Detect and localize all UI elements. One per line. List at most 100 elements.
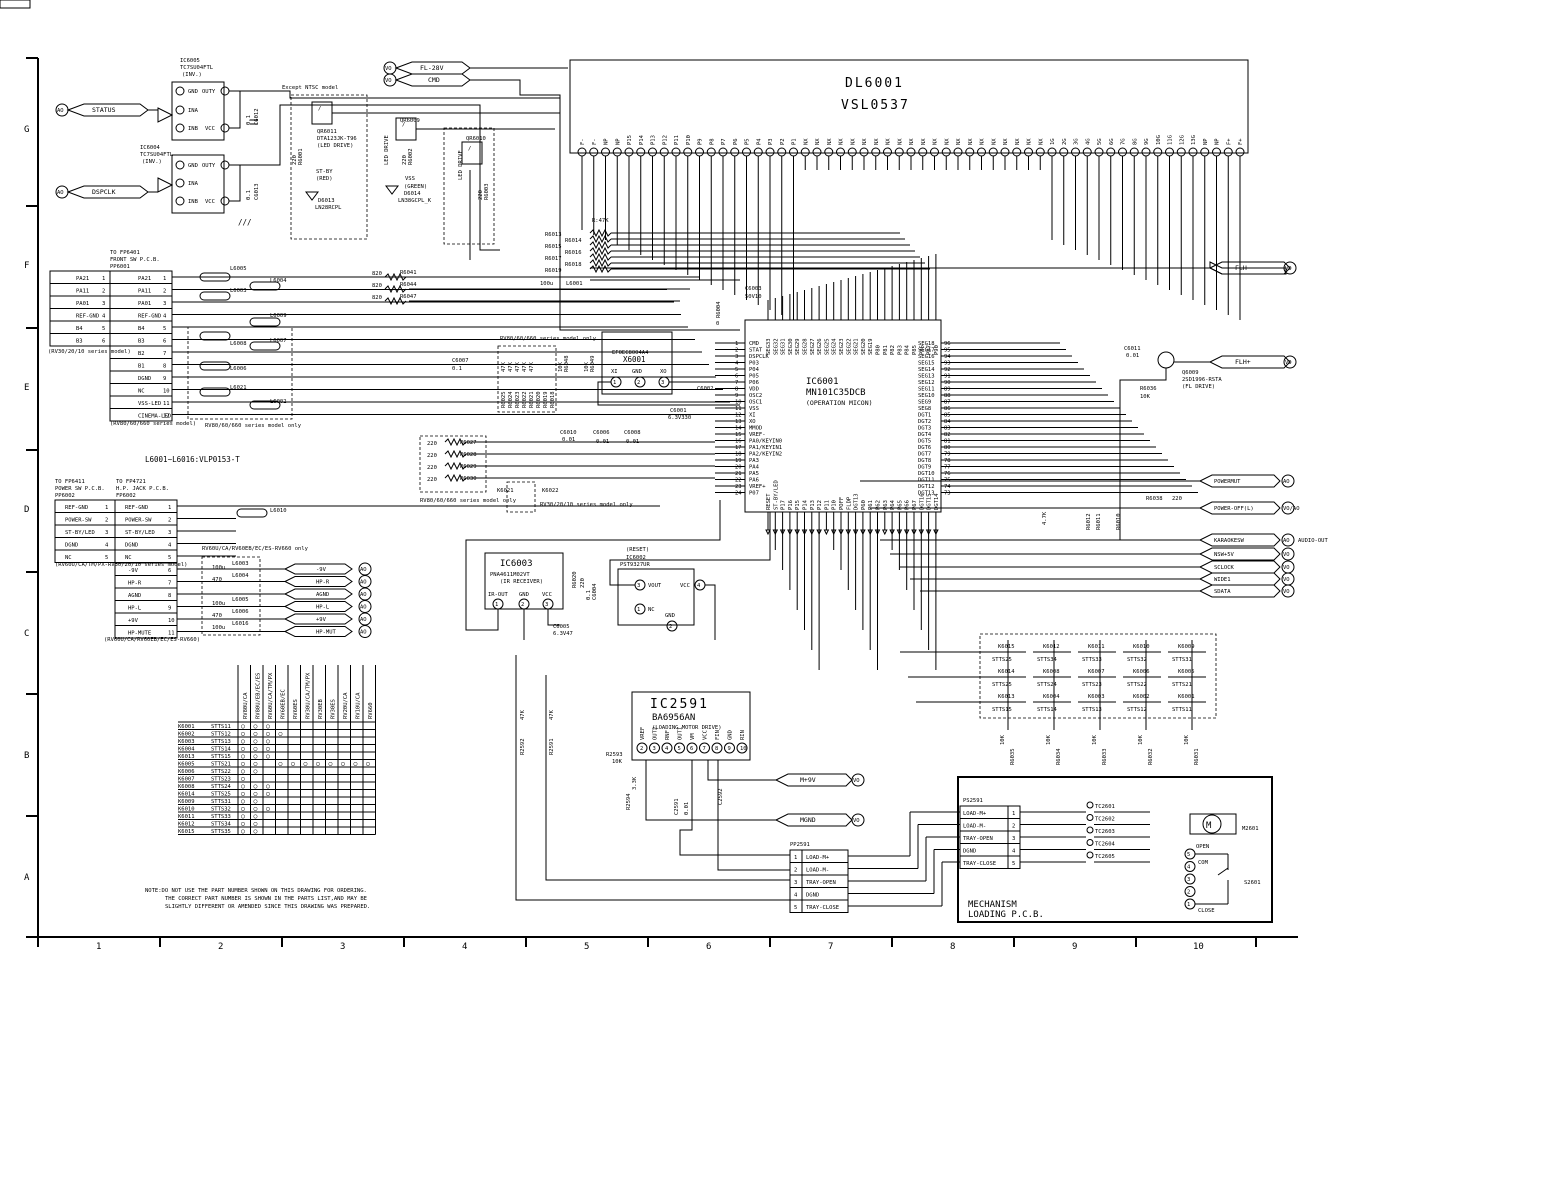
key-ref: K6010 [1133, 644, 1150, 650]
d6014-part: LN38GCPL_K [398, 198, 432, 204]
testpoint-label: TC2602 [1095, 817, 1115, 823]
micon-right-num: 89 [944, 387, 951, 393]
micon-left-num: 22 [735, 478, 742, 484]
psw-left-num: 4 [105, 543, 109, 549]
display-pin-label: NX [1027, 138, 1033, 145]
table-circle: ○ [241, 745, 245, 753]
display-ref: DL6001 [845, 76, 904, 91]
display-pin-label: NX [968, 138, 974, 145]
display-pin-label: 12G [1179, 135, 1185, 145]
pack-resistor [589, 252, 612, 262]
sw-pin [1184, 861, 1196, 872]
display-pin [659, 147, 669, 157]
c6005: C6005 [553, 624, 570, 630]
micon-right-pin: DGT4 [918, 432, 932, 438]
fsw-right-name: REF-GND [138, 314, 161, 320]
display-pin [612, 147, 622, 157]
micon-part: MN101C35DCB [806, 388, 866, 398]
key-sw: STTS11 [1172, 707, 1192, 713]
ao-marker: AO [1283, 479, 1290, 485]
psw-right-name: NC [125, 555, 132, 561]
key-ref: K6006 [1133, 669, 1150, 675]
display-pin-label: 1G [1050, 138, 1056, 145]
fsw-note-left: (RV30/20/10 series model) [48, 349, 131, 355]
key-ref: K6008 [1043, 669, 1060, 675]
row-label-B: B [24, 751, 29, 761]
fsw-note-right: RV80/60/660 series model only [205, 423, 302, 429]
psw-right-num: 5 [168, 555, 171, 561]
micon-left-num: 24 [735, 491, 742, 497]
r2594-v: 3.3K [632, 776, 638, 790]
qr6010-sym: / [468, 146, 471, 152]
display-pin [1071, 147, 1080, 157]
ferrite-label: L6021 [230, 385, 247, 391]
micon-bottom-pin: P65 [897, 500, 903, 510]
micon-right-pin: SEG10 [918, 393, 935, 399]
fsw-right-name: PA11 [138, 289, 151, 295]
power-sw-connector: TO FP6411 POWER SW P.C.B. PP6002 TO FP47… [54, 479, 660, 643]
r6020: R6020 [572, 571, 578, 588]
fsw-left-name: PA11 [76, 289, 89, 295]
hp-l-label: L6005 [232, 597, 249, 603]
table-circle: ○ [254, 820, 258, 828]
display-pin [918, 147, 928, 157]
micon-bottom-arrow [794, 529, 801, 536]
table-sw: STTS22 [211, 769, 231, 775]
display-pin-label: P6 [733, 138, 739, 145]
display-pin [859, 147, 869, 157]
fsw-right-num: 10 [163, 389, 170, 395]
micon-desc: (OPERATION MICON) [806, 399, 873, 407]
c6004: C6004 [592, 583, 598, 600]
ao-marker: AO [360, 617, 367, 623]
rst-p3: 3 [637, 583, 640, 589]
dspclk-input: AO DSPCLK [55, 185, 158, 199]
ao-marker: AO [1283, 538, 1290, 544]
display-pin-label: NX [956, 138, 962, 145]
table-circle: ○ [254, 745, 258, 753]
r6044-v: 820 [372, 283, 382, 289]
table-sw: STTS25 [211, 792, 231, 798]
fsw-right-name: NC [138, 389, 145, 395]
micon-bottom-pin: P61 [868, 500, 874, 510]
micon-bottom-pin: P13 [810, 500, 816, 510]
row-label-C: C [24, 629, 29, 639]
display-pin-label: P5 [745, 138, 751, 145]
micon-top-pin: P90 [934, 345, 940, 355]
key-ref: K6003 [1088, 694, 1105, 700]
table-circle: ○ [254, 805, 258, 813]
table-header: RV30ES [331, 699, 337, 719]
vss-label: VSS [405, 176, 415, 182]
psw-board2: H.P. JACK P.C.B. [116, 486, 169, 492]
hp-num: 9 [168, 606, 171, 612]
ferrite-label: L6002 [270, 399, 287, 405]
display-pin-label: 7G [1121, 138, 1127, 145]
bank-ref: R6025 [501, 391, 507, 408]
fsw-right-num: 7 [163, 351, 166, 357]
fsw-left-num: 4 [102, 314, 106, 320]
mic-pin-name: RNF [665, 730, 671, 740]
display-pin [742, 147, 751, 157]
mech-title-1: MECHANISM [968, 900, 1017, 910]
mic-pin-name: FIN [715, 730, 721, 740]
crystal-x6001: EFOEC8004A4 X6001 1 2 3 XI GND XO C6002 … [597, 331, 740, 421]
ic6005-outy: OUTY [202, 89, 216, 95]
display-pin [1223, 147, 1233, 157]
psw-left-num: 1 [105, 505, 108, 511]
micon-bottom-pin: RESET [766, 493, 772, 510]
display-pin-label: 13G [1191, 135, 1197, 145]
display-pin [836, 147, 845, 157]
r2593: R2593 [606, 752, 623, 758]
display-pin [601, 147, 610, 157]
table-header: RV660 [368, 702, 374, 719]
input-fl28v: VO FL-28V [383, 61, 568, 75]
display-pin-label: P15 [627, 135, 633, 145]
right-signal-label: SDATA [1214, 589, 1231, 595]
ic6004-note: (INV.) [142, 159, 162, 165]
m2601: M2601 [1242, 826, 1259, 832]
micon-right-pin: SEG15 [918, 361, 935, 367]
pack-resistor [589, 228, 612, 238]
psw-conn1: PP6002 [55, 493, 75, 499]
display-pin-label: 6G [1109, 138, 1115, 145]
